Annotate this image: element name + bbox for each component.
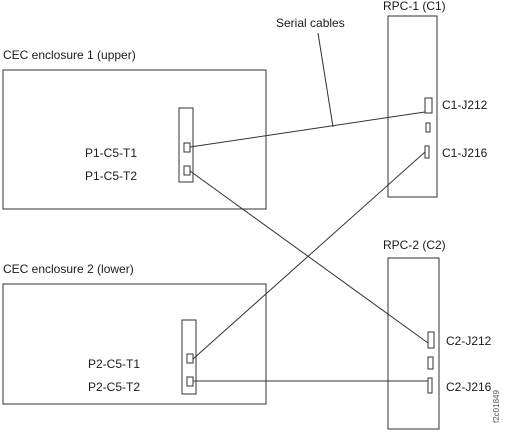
- serial-cables-leader-line: [317, 32, 334, 128]
- rpc-2-title: RPC-2 (C2): [383, 238, 446, 252]
- p2-c5-t2-label: P2-C5-T2: [88, 380, 140, 394]
- cable-p2t1-to-c1j216: [192, 151, 426, 360]
- rpc-2-box: [387, 257, 440, 430]
- c2-j212-label: C2-J212: [446, 334, 492, 348]
- cable-p1t1-to-c1j212: [189, 111, 426, 148]
- cec-enclosure-1-box: [2, 69, 267, 210]
- cable-p1t2-to-c2j212: [189, 170, 429, 344]
- p2-c5-t2-port: [186, 376, 194, 387]
- p1-c5-t1-port: [183, 142, 191, 153]
- c2-j212-port: [427, 331, 435, 349]
- p2-c5-t1-port: [186, 353, 194, 364]
- c1-j216-label: C1-J216: [442, 146, 488, 160]
- c2-j216-label: C2-J216: [446, 380, 492, 394]
- c1-j212-port: [424, 97, 433, 114]
- c1-j212-label: C1-J212: [442, 98, 488, 112]
- rpc-1-title: RPC-1 (C1): [383, 0, 446, 13]
- cec-enclosure-2-title: CEC enclosure 2 (lower): [3, 262, 134, 276]
- cec-enclosure-1-title: CEC enclosure 1 (upper): [3, 48, 136, 62]
- rpc1-middle-port: [425, 122, 431, 133]
- c2-j216-port: [427, 377, 433, 394]
- p2-c5-t1-label: P2-C5-T1: [88, 357, 140, 371]
- p1-c5-t2-port: [183, 165, 191, 176]
- p1-c5-t1-label: P1-C5-T1: [85, 146, 137, 160]
- p1-c5-t2-label: P1-C5-T2: [85, 169, 137, 183]
- rpc2-middle-port: [427, 356, 434, 370]
- serial-cables-label: Serial cables: [276, 16, 345, 30]
- cec-enclosure-2-box: [2, 283, 267, 405]
- figure-id: f2c01849: [492, 390, 501, 423]
- c1-j216-port: [424, 145, 430, 159]
